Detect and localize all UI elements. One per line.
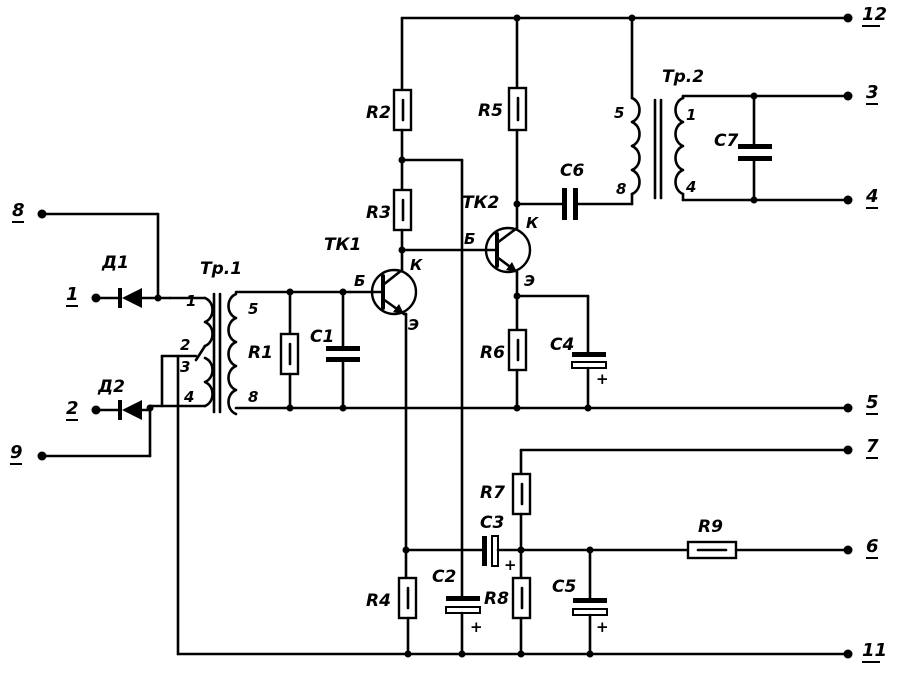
- terminal-5-label: 5: [866, 392, 879, 413]
- terminal-11-pin[interactable]: [843, 649, 853, 659]
- rail-12: [400, 13, 853, 23]
- r6-label: R6: [480, 343, 505, 363]
- terminal-12-pin[interactable]: [843, 13, 853, 23]
- terminal-6-pin[interactable]: [843, 545, 853, 555]
- terminal-1-label: 1: [66, 284, 79, 305]
- r8-resistor: [511, 576, 532, 656]
- tk1-label: ТК1: [324, 235, 361, 255]
- c4-label: C4: [550, 335, 574, 355]
- input-8: [37, 209, 162, 302]
- r2-label: R2: [366, 103, 391, 123]
- terminal-9-label: 9: [10, 442, 23, 463]
- r3-label: R3: [366, 203, 391, 223]
- r6-branch: [507, 328, 528, 408]
- c4-plus: +: [596, 370, 609, 388]
- r2-branch: [392, 16, 488, 598]
- r5-branch: [507, 14, 564, 230]
- tk2-label: ТК2: [462, 193, 499, 213]
- r4-resistor: [397, 576, 418, 656]
- rail-11: [176, 649, 853, 659]
- r9-label: R9: [698, 517, 723, 537]
- tr2-transformer: [628, 14, 850, 206]
- tk1-collector-label: К: [410, 256, 423, 274]
- r8-label: R8: [484, 589, 509, 609]
- c1-label: C1: [310, 327, 334, 347]
- terminal-3-pin[interactable]: [843, 91, 853, 101]
- tk2-transistor: [484, 226, 590, 354]
- tr1-label: Тр.1: [200, 259, 242, 279]
- terminal-11-label: 11: [862, 640, 887, 661]
- terminal-12-label: 12: [862, 4, 887, 25]
- terminal-3-label: 3: [866, 82, 879, 103]
- c3-capacitor: [482, 535, 702, 567]
- c6-capacitor: [562, 188, 634, 220]
- tr1-pin-5: 5: [248, 300, 258, 318]
- tr2-pin-1: 1: [686, 106, 696, 124]
- r7-label: R7: [480, 483, 505, 503]
- c5-capacitor: [572, 548, 608, 656]
- terminal-4-label: 4: [865, 186, 879, 207]
- tk2-base-label: Б: [464, 230, 475, 248]
- terminal-5-pin[interactable]: [843, 403, 853, 413]
- c7-capacitor: [738, 92, 772, 204]
- d2-diode: [91, 400, 154, 420]
- c3-plus: +: [504, 556, 517, 574]
- terminal-7-label: 7: [866, 436, 879, 457]
- c6-label: C6: [560, 161, 584, 181]
- r1-resistor: [279, 290, 300, 410]
- tr2-label: Тр.2: [662, 67, 704, 87]
- tr1-pin-2: 2: [180, 336, 190, 354]
- tr1-transformer: [148, 290, 850, 416]
- tr1-pin-3: 3: [180, 358, 190, 376]
- c3-label: C3: [480, 513, 504, 533]
- tr2-pin-5: 5: [614, 104, 624, 122]
- tk1-emitter-label: Э: [408, 316, 419, 334]
- tr2-pin-8: 8: [616, 180, 626, 198]
- terminal-2-label: 2: [66, 398, 79, 419]
- c2-label: C2: [432, 567, 456, 587]
- r7-resistor: [511, 445, 853, 580]
- r5-label: R5: [478, 101, 503, 121]
- d1-diode: [91, 288, 172, 308]
- tk1-transistor: [348, 268, 418, 580]
- c1-capacitor: [326, 290, 360, 410]
- r1-label: R1: [248, 343, 273, 363]
- tk1-base-label: Б: [354, 272, 365, 290]
- tr1-pin-8: 8: [248, 388, 258, 406]
- terminal-8-label: 8: [12, 200, 25, 221]
- c4-capacitor: [571, 352, 607, 408]
- tr1-pin-1: 1: [186, 292, 196, 310]
- c2-plus: +: [470, 618, 483, 636]
- tk2-collector-label: К: [526, 214, 539, 232]
- input-9: [37, 406, 152, 461]
- c7-label: C7: [714, 131, 738, 151]
- d2-label: Д2: [97, 377, 125, 397]
- c5-label: C5: [552, 577, 576, 597]
- tk2-emitter-label: Э: [524, 272, 535, 290]
- terminal-4-pin[interactable]: [843, 195, 853, 205]
- terminal-7-pin[interactable]: [843, 445, 853, 455]
- terminal-6-label: 6: [866, 536, 879, 557]
- tr2-pin-4: 4: [685, 178, 696, 196]
- r9-resistor: [686, 540, 853, 560]
- r4-label: R4: [366, 591, 391, 611]
- d1-label: Д1: [101, 253, 129, 273]
- c5-plus: +: [596, 618, 609, 636]
- c2-capacitor: [445, 596, 481, 656]
- tr1-pin-4: 4: [183, 388, 194, 406]
